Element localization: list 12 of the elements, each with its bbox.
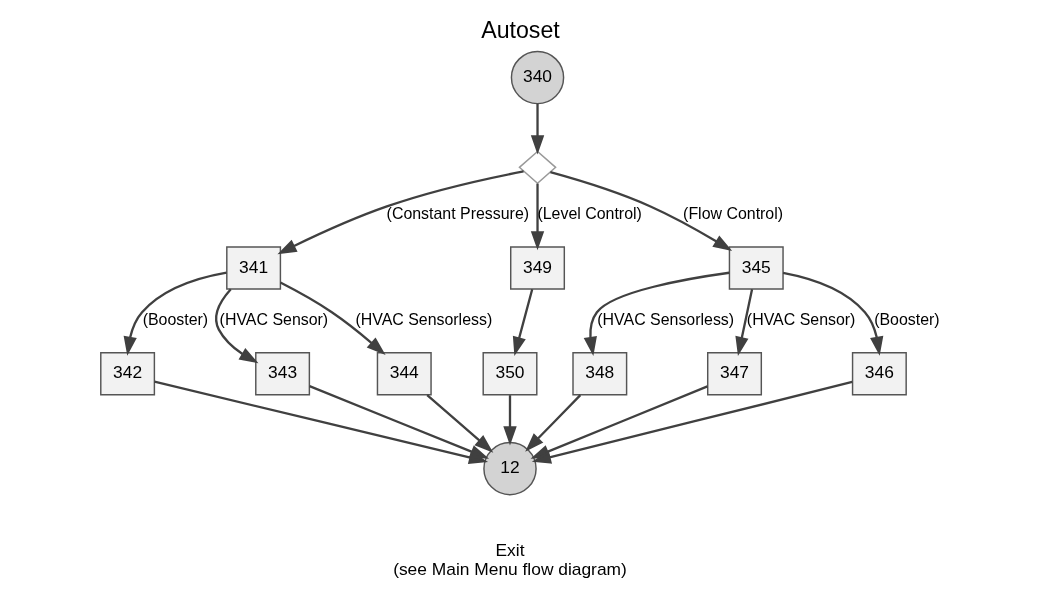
edge-label: (HVAC Sensor) xyxy=(746,310,855,328)
node-label: (see Main Menu flow diagram) xyxy=(392,559,627,580)
edge-label: (HVAC Sensorless) xyxy=(596,310,734,328)
diagram-title: Autoset xyxy=(480,17,560,44)
edge-label: (HVAC Sensor) xyxy=(219,310,328,328)
edge-label: (Level Control) xyxy=(536,205,642,223)
edge-label: (Flow Control) xyxy=(682,205,783,223)
node-label: Exit xyxy=(495,540,524,561)
edge-label: (Booster) xyxy=(142,310,208,328)
edge-label: (Constant Pressure) xyxy=(386,205,529,223)
edge-label: (HVAC Sensorless) xyxy=(354,310,492,328)
edge-label: (Booster) xyxy=(873,310,940,328)
